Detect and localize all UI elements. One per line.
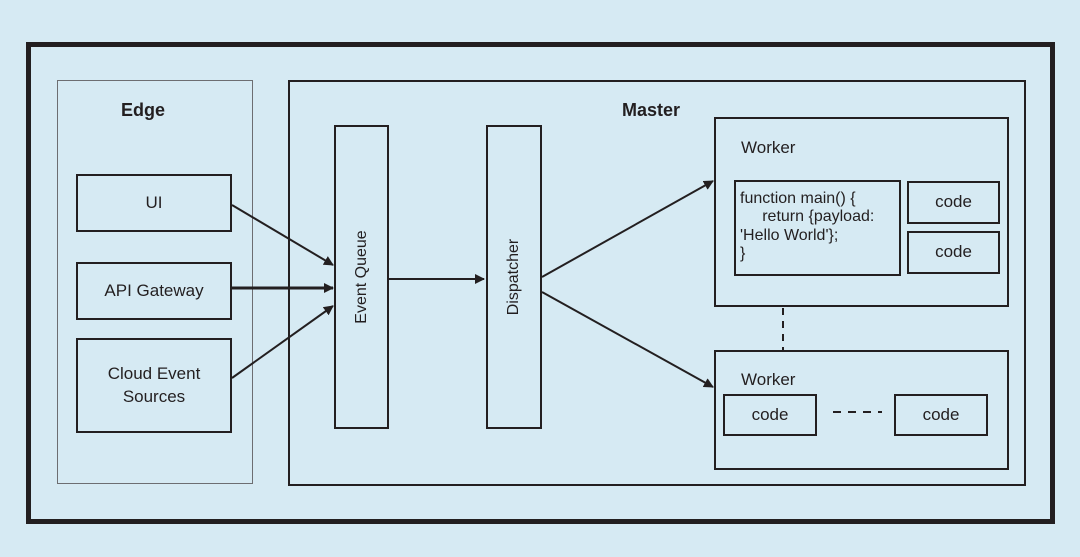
edge-title: Edge — [121, 100, 166, 120]
worker-top-code-box-1: code — [907, 181, 1000, 224]
event-queue-label: Event Queue — [352, 230, 370, 324]
worker-top-code-label-1: code — [935, 192, 972, 212]
dispatcher-box: Dispatcher — [486, 125, 542, 429]
edge-api-gateway-box: API Gateway — [76, 262, 232, 320]
worker-bottom-code-label-2: code — [922, 404, 960, 424]
worker-bottom-code-box-1: code — [723, 394, 817, 436]
edge-ui-label: UI — [145, 192, 163, 212]
edge-ui-box: UI — [76, 174, 232, 232]
function-code-text: function main() { return {payload: 'Hell… — [740, 190, 875, 263]
worker-top-title: Worker — [741, 138, 796, 157]
event-queue-box: Event Queue — [334, 125, 389, 429]
edge-cloud-event-sources-label: Cloud Event Sources — [107, 363, 201, 406]
worker-bottom-title: Worker — [741, 370, 796, 389]
worker-top-code-label-2: code — [935, 242, 972, 262]
worker-top-code-box-2: code — [907, 231, 1000, 274]
worker-bottom-code-label-1: code — [751, 404, 789, 424]
edge-cloud-event-sources-box: Cloud Event Sources — [76, 338, 232, 433]
dispatcher-label: Dispatcher — [505, 238, 522, 316]
edge-api-gateway-label: API Gateway — [104, 280, 204, 300]
worker-bottom-code-box-2: code — [894, 394, 988, 436]
master-title: Master — [622, 100, 681, 120]
function-code-box: function main() { return {payload: 'Hell… — [734, 180, 901, 276]
